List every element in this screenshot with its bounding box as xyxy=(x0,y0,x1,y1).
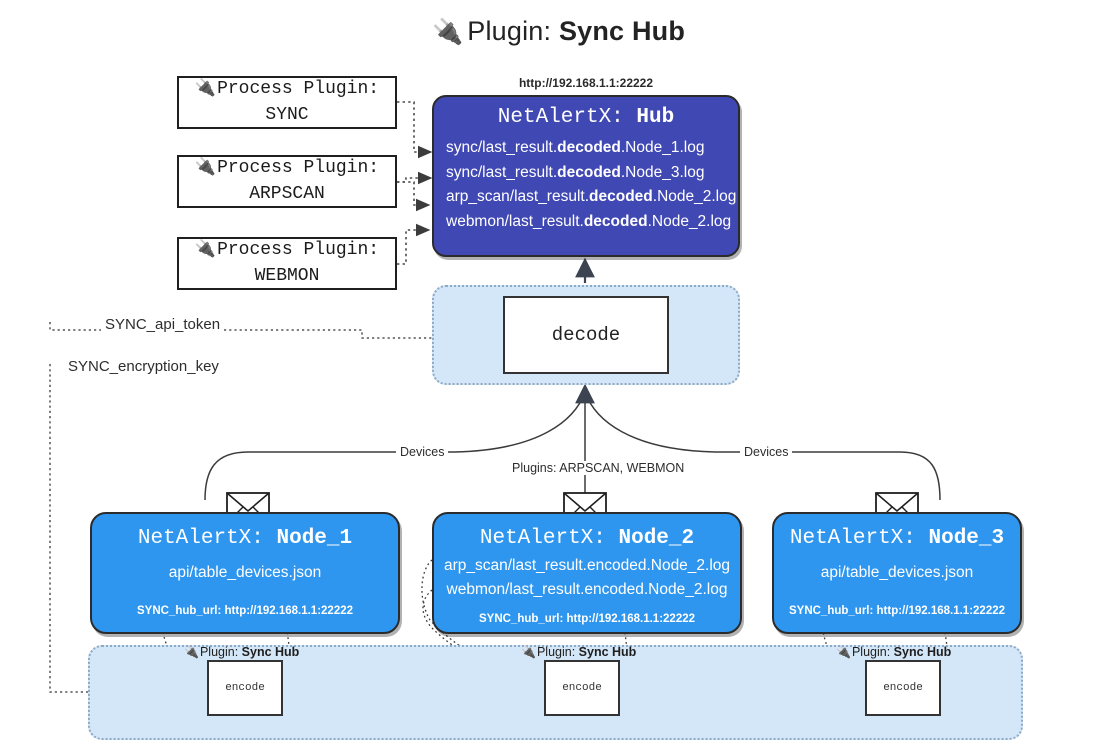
node-box-node-1[interactable]: NetAlertX: Node_1 api/table_devices.json… xyxy=(90,512,400,634)
page-title-prefix: Plugin: xyxy=(467,16,552,46)
page-title-name: Sync Hub xyxy=(558,16,686,46)
process-plugin-name: ARPSCAN xyxy=(249,184,325,204)
node-hub-url-label: SYNC_hub_url: http://192.168.1.1:22222 xyxy=(788,605,1006,617)
hub-title-name: Hub xyxy=(636,106,675,129)
plug-icon: 🔌 xyxy=(184,645,199,659)
node-box-node-3[interactable]: NetAlertX: Node_3 api/table_devices.json… xyxy=(772,512,1022,634)
node-payload-list: api/table_devices.json xyxy=(92,561,398,585)
node-payload-list: arp_scan/last_result.encoded.Node_2.log … xyxy=(434,554,740,602)
plug-icon: 🔌 xyxy=(194,239,217,260)
hub-log-line: sync/last_result.decoded.Node_3.log xyxy=(446,163,705,181)
process-plugin-label: 🔌Process Plugin: xyxy=(194,239,380,261)
node-payload-line: webmon/last_result.encoded.Node_2.log xyxy=(446,581,728,598)
node-hub-url-label: SYNC_hub_url: http://192.168.1.1:22222 xyxy=(136,605,354,617)
process-plugin-box-arpscan[interactable]: 🔌Process Plugin: ARPSCAN xyxy=(177,155,397,208)
hub-node[interactable]: NetAlertX: Hub sync/last_result.decoded.… xyxy=(432,95,740,257)
process-plugin-name: SYNC xyxy=(265,105,309,125)
process-plugin-box-sync[interactable]: 🔌Process Plugin: SYNC xyxy=(177,76,397,129)
sync-api-token-label: SYNC_api_token xyxy=(101,316,225,333)
sync-encryption-key-label: SYNC_encryption_key xyxy=(64,358,223,375)
hub-log-list: sync/last_result.decoded.Node_1.log sync… xyxy=(434,136,738,234)
hub-title-prefix: NetAlertX: xyxy=(497,106,624,129)
hub-log-line: webmon/last_result.decoded.Node_2.log xyxy=(446,212,732,230)
hub-log-line: arp_scan/last_result.decoded.Node_2.log xyxy=(446,188,737,205)
page-title: 🔌Plugin: Sync Hub xyxy=(0,16,1117,47)
node-box-node-2[interactable]: NetAlertX: Node_2 arp_scan/last_result.e… xyxy=(432,512,742,634)
node-title: NetAlertX: Node_2 xyxy=(479,527,695,550)
encode-plugin-label-2: 🔌Plugin: Sync Hub xyxy=(521,645,637,659)
edge-label-devices-right: Devices xyxy=(740,445,793,459)
encode-plugin-label-3: 🔌Plugin: Sync Hub xyxy=(836,645,952,659)
encode-box-2[interactable]: encode xyxy=(544,660,620,716)
node-payload-line: api/table_devices.json xyxy=(168,564,322,581)
node-payload-list: api/table_devices.json xyxy=(774,561,1020,585)
encode-box-1[interactable]: encode xyxy=(207,660,283,716)
node-payload-line: arp_scan/last_result.encoded.Node_2.log xyxy=(443,557,731,574)
node-payload-line: api/table_devices.json xyxy=(820,564,974,581)
hub-url-label: http://192.168.1.1:22222 xyxy=(518,76,654,90)
hub-log-line: sync/last_result.decoded.Node_1.log xyxy=(446,139,705,156)
process-plugin-label: 🔌Process Plugin: xyxy=(194,78,380,100)
process-plugin-name: WEBMON xyxy=(254,266,320,286)
hub-title: NetAlertX: Hub xyxy=(434,106,738,129)
edge-label-devices-left: Devices xyxy=(396,445,449,459)
process-plugin-label: 🔌Process Plugin: xyxy=(194,157,380,179)
encode-box-3[interactable]: encode xyxy=(865,660,941,716)
node-title: NetAlertX: Node_1 xyxy=(137,527,353,550)
plug-icon: 🔌 xyxy=(521,645,536,659)
plug-icon: 🔌 xyxy=(431,18,464,46)
plug-icon: 🔌 xyxy=(836,645,851,659)
edge-label-plugins: Plugins: ARPSCAN, WEBMON xyxy=(508,461,689,475)
encode-plugin-label-1: 🔌Plugin: Sync Hub xyxy=(184,645,300,659)
plug-icon: 🔌 xyxy=(194,78,217,99)
process-plugin-box-webmon[interactable]: 🔌Process Plugin: WEBMON xyxy=(177,237,397,290)
node-title: NetAlertX: Node_3 xyxy=(789,527,1005,550)
plug-icon: 🔌 xyxy=(194,157,217,178)
decode-box[interactable]: decode xyxy=(503,296,669,374)
node-hub-url-label: SYNC_hub_url: http://192.168.1.1:22222 xyxy=(478,613,696,625)
